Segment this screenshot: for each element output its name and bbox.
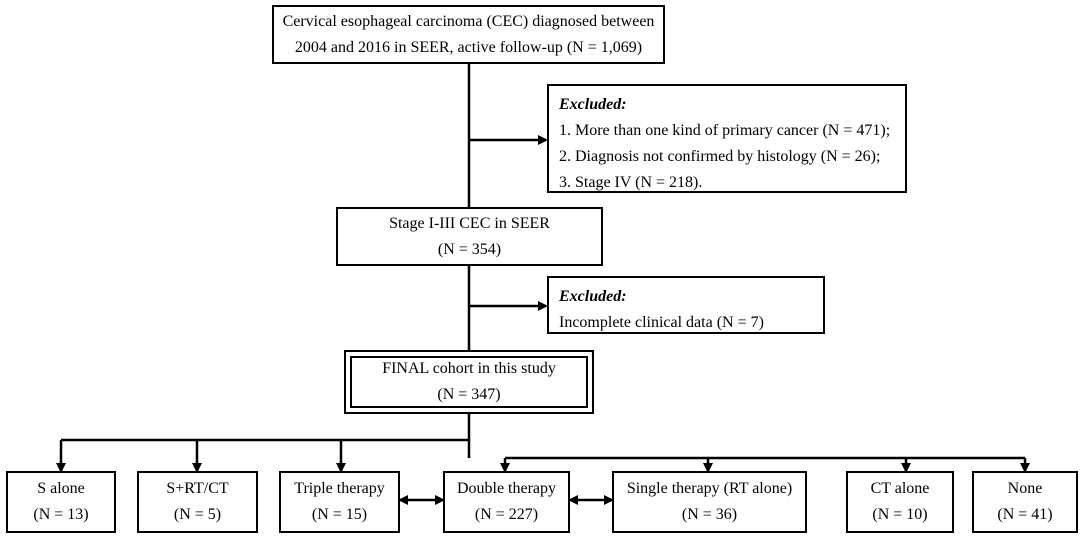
final-cohort-line1: FINAL cohort in this study [382,360,556,377]
final-cohort-line2: (N = 347) [437,386,501,403]
group-box-triple: Triple therapy (N = 15) [279,471,400,533]
excluded-title-2: Excluded: [559,288,627,305]
excluded-item: 3. Stage IV (N = 218). [559,174,703,191]
group-count: (N = 36) [681,506,738,523]
group-count: (N = 41) [997,506,1053,523]
group-box-s-rt-ct: S+RT/CT (N = 5) [137,471,258,533]
group-box-single: Single therapy (RT alone) (N = 36) [612,471,807,533]
group-count: (N = 15) [311,506,368,523]
group-box-none: None (N = 41) [972,471,1078,533]
excluded-item: 2. Diagnosis not confirmed by histology … [559,148,881,165]
group-label: CT alone [870,480,930,497]
excluded-box-2: Excluded: Incomplete clinical data (N = … [547,276,825,334]
stage-cohort-line2: (N = 354) [437,240,502,258]
group-count: (N = 5) [173,506,222,523]
initial-cohort-line1: Cervical esophageal carcinoma (CEC) diag… [282,12,655,30]
group-box-s-alone: S alone (N = 13) [6,471,116,533]
group-label: Triple therapy [294,480,385,497]
final-cohort-box: FINAL cohort in this study (N = 347) [344,350,594,414]
group-label: S alone [37,480,85,497]
excluded-title-1: Excluded: [559,96,627,113]
final-cohort-inner: FINAL cohort in this study (N = 347) [350,356,588,408]
group-label: Single therapy (RT alone) [626,480,793,497]
group-count: (N = 10) [872,506,928,523]
stage-cohort-line1: Stage I-III CEC in SEER [389,214,550,232]
stage-cohort-box: Stage I-III CEC in SEER (N = 354) [336,207,603,266]
group-label: S+RT/CT [166,480,229,497]
excluded-box-1: Excluded: 1. More than one kind of prima… [547,84,907,193]
group-box-ct-alone: CT alone (N = 10) [846,471,954,533]
group-count: (N = 227) [474,506,539,523]
group-count: (N = 13) [33,506,89,523]
group-box-double: Double therapy (N = 227) [443,471,570,533]
initial-cohort-box: Cervical esophageal carcinoma (CEC) diag… [272,5,665,64]
initial-cohort-line2: 2004 and 2016 in SEER, active follow-up … [294,38,643,56]
excluded-item: Incomplete clinical data (N = 7) [559,314,764,331]
excluded-item: 1. More than one kind of primary cancer … [559,122,891,139]
group-label: None [1007,480,1043,497]
group-label: Double therapy [456,480,557,497]
